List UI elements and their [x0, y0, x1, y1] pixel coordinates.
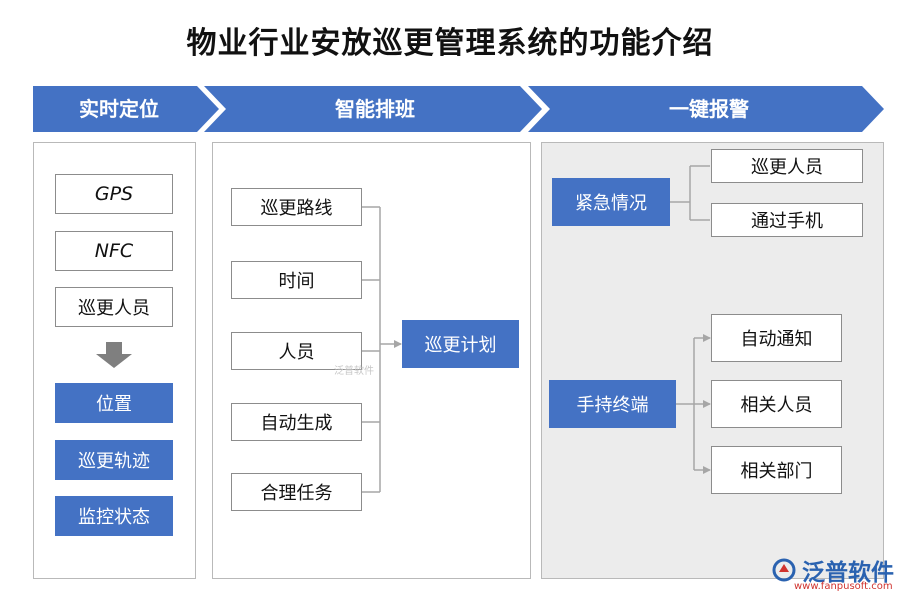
header-chevron-3	[528, 86, 884, 132]
emergency-situation: 紧急情况	[552, 178, 670, 226]
input-patrol-staff: 巡更人员	[55, 287, 173, 327]
brand-logo-icon	[772, 558, 796, 582]
brand-logo-url: www.fanpusoft.com	[794, 581, 893, 592]
connector-handheld	[676, 338, 695, 470]
output-patrol-track: 巡更轨迹	[55, 440, 173, 480]
handheld-related-dept: 相关部门	[711, 446, 842, 494]
item-staff: 人员	[231, 332, 362, 370]
brand-logo-name: 泛普软件	[802, 560, 894, 586]
header-chevron-2	[204, 86, 542, 132]
emergency-patrol-staff: 巡更人员	[711, 149, 863, 183]
handheld-related-staff: 相关人员	[711, 380, 842, 428]
item-reasonable-task: 合理任务	[231, 473, 362, 511]
item-patrol-route: 巡更路线	[231, 188, 362, 226]
connector-emergency	[670, 165, 710, 221]
header-chevrons	[33, 86, 884, 132]
header-one-key-alarm: 一键报警	[669, 97, 749, 121]
brand-logo: 泛普软件	[772, 553, 894, 587]
patrol-plan: 巡更计划	[402, 320, 519, 368]
item-time: 时间	[231, 261, 362, 299]
down-arrow-icon	[96, 342, 132, 368]
output-monitor-status: 监控状态	[55, 496, 173, 536]
input-nfc: NFC	[55, 231, 173, 271]
output-position: 位置	[55, 383, 173, 423]
page-title: 物业行业安放巡更管理系统的功能介绍	[186, 26, 714, 61]
header-chevron-1	[33, 86, 219, 132]
input-gps: GPS	[55, 174, 173, 214]
emergency-via-phone: 通过手机	[711, 203, 863, 237]
handheld-terminal: 手持终端	[549, 380, 676, 428]
header-realtime-location: 实时定位	[79, 97, 159, 121]
header-smart-scheduling: 智能排班	[335, 97, 415, 121]
center-watermark: 泛普软件	[334, 366, 374, 377]
handheld-auto-notify: 自动通知	[711, 314, 842, 362]
item-auto-generate: 自动生成	[231, 403, 362, 441]
